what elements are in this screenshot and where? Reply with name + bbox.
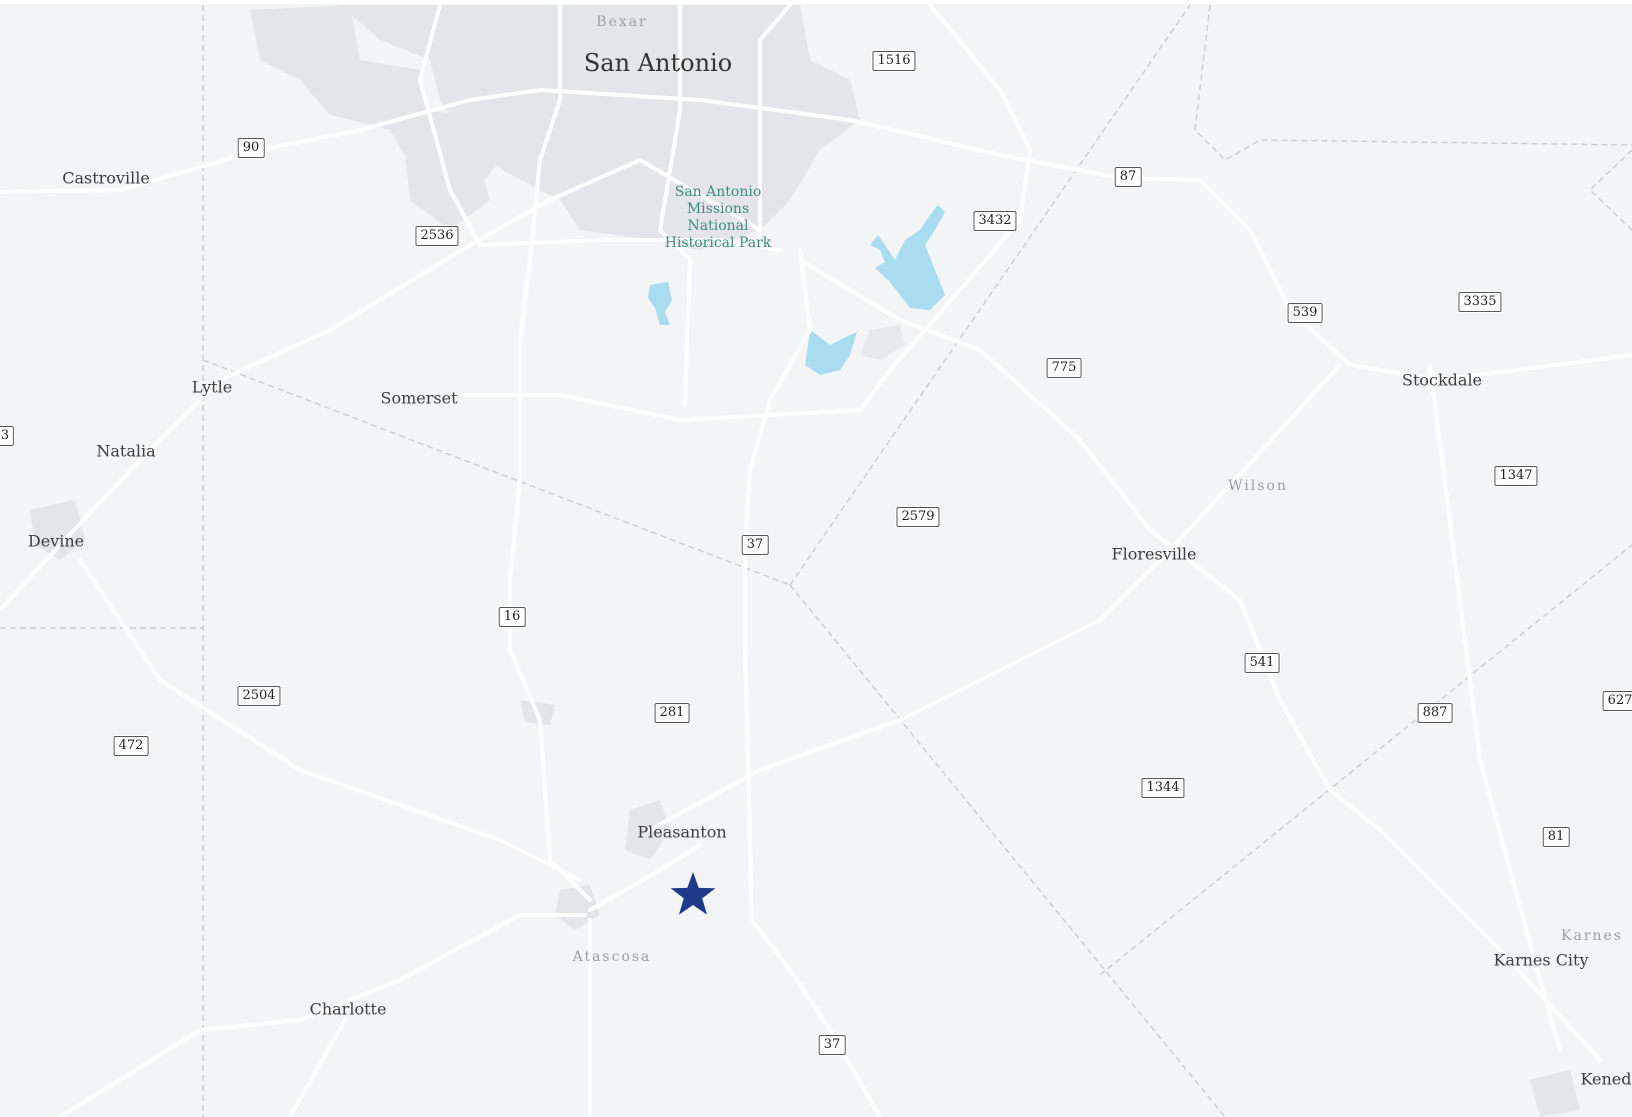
water-bodies (648, 205, 945, 375)
city-label-somerset[interactable]: Somerset (380, 388, 458, 408)
highway-shield-1347: 1347 (1494, 466, 1538, 486)
city-label-charlotte[interactable]: Charlotte (309, 999, 387, 1019)
park-label-line-1: San Antonio (674, 184, 762, 200)
highway-shield-1344: 1344 (1141, 778, 1185, 798)
county-label-bexar: Bexar (596, 14, 648, 30)
map-top-border (0, 0, 1632, 4)
highway-shield-1516: 1516 (872, 51, 916, 71)
highway-shield-81: 81 (1542, 827, 1570, 847)
highway-shield-37-north: 37 (741, 535, 769, 555)
highway-shield-3432: 3432 (973, 211, 1017, 231)
highway-shield-627: 627 (1602, 691, 1632, 711)
park-label: San Antonio Missions National Historical… (665, 184, 772, 252)
highway-shield-3335: 3335 (1458, 292, 1502, 312)
star-icon[interactable] (670, 872, 716, 915)
highway-shield-281: 281 (654, 703, 690, 723)
highway-shield-3: 3 (0, 426, 15, 446)
highway-shield-541: 541 (1244, 653, 1280, 673)
city-label-kenedy[interactable]: Kened (1580, 1069, 1632, 1089)
highway-shield-87: 87 (1114, 167, 1142, 187)
county-label-karnes: Karnes (1561, 928, 1623, 944)
park-label-line-4: Historical Park (664, 235, 772, 251)
highway-shield-472: 472 (113, 736, 149, 756)
highway-shield-90: 90 (237, 138, 265, 158)
city-label-floresville[interactable]: Floresville (1111, 544, 1197, 564)
highway-shield-539: 539 (1287, 303, 1323, 323)
city-label-pleasanton[interactable]: Pleasanton (637, 822, 727, 842)
location-marker[interactable] (670, 872, 716, 915)
highway-shield-2504: 2504 (237, 686, 281, 706)
boundaries (0, 4, 1632, 1117)
city-label-san-antonio[interactable]: San Antonio (583, 49, 733, 77)
highway-shield-887: 887 (1417, 703, 1453, 723)
highway-shield-16: 16 (498, 607, 526, 627)
highway-shield-2579: 2579 (896, 507, 940, 527)
roads (0, 3, 1632, 1117)
park-label-line-2: Missions (686, 201, 750, 217)
city-label-karnes-city[interactable]: Karnes City (1493, 950, 1589, 970)
highway-shield-37-south: 37 (818, 1035, 846, 1055)
city-label-lytle[interactable]: Lytle (191, 377, 233, 397)
city-label-castroville[interactable]: Castroville (62, 168, 150, 188)
urban-areas (30, 5, 1580, 1117)
city-label-stockdale[interactable]: Stockdale (1401, 370, 1483, 390)
city-label-natalia[interactable]: Natalia (96, 441, 156, 461)
county-label-atascosa: Atascosa (572, 949, 652, 965)
park-label-line-3: National (687, 218, 749, 234)
city-label-devine[interactable]: Devine (27, 531, 85, 551)
county-label-wilson: Wilson (1228, 478, 1288, 494)
highway-shield-2536: 2536 (415, 226, 459, 246)
highway-shield-775: 775 (1046, 358, 1082, 378)
